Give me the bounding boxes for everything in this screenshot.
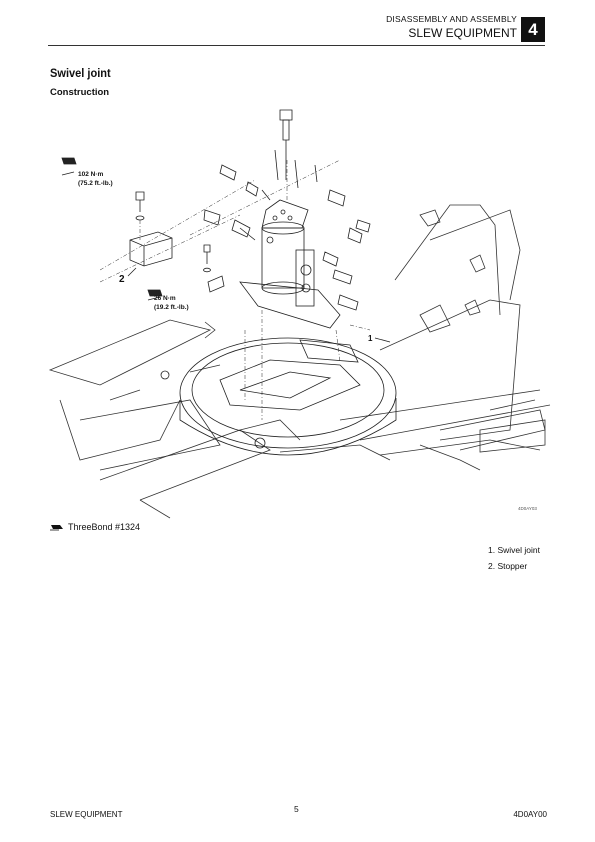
callout-1-leader: [374, 337, 391, 343]
torque-top-value: 102 N·m: [78, 171, 104, 178]
stopper-part: [129, 231, 173, 267]
figure-code: 4D0AY03: [518, 506, 537, 511]
legend-item: 1. Swivel joint: [488, 545, 540, 555]
legend-item: 2. Stopper: [488, 561, 528, 571]
swivel-joint-body: [239, 199, 341, 329]
page-title: Swivel joint: [50, 66, 111, 80]
chapter-number-badge: 4: [521, 17, 545, 42]
threebond-icon: [50, 525, 63, 531]
torque-bottom-imperial: (19.2 ft.-lb.): [154, 304, 189, 311]
frame-outline: [48, 204, 551, 519]
footer-doc-code: 4D0AY00: [513, 810, 547, 819]
threebond-label: ThreeBond #1324: [68, 522, 141, 532]
callout-1: 1: [368, 334, 373, 343]
hose-fittings: [203, 109, 371, 311]
torque-top-imperial: (75.2 ft.-lb.): [78, 180, 113, 187]
callout-2: 2: [119, 274, 125, 285]
torque-icon-top: [61, 157, 77, 176]
torque-bottom-value: 26 N·m: [154, 295, 176, 302]
torque-icon-bottom: [147, 289, 163, 301]
swivel-joint-diagram: 102 N·m (75.2 ft.-lb.) 26 N·m (19.2 ft.-…: [48, 109, 551, 519]
callout-2-leader: [127, 267, 137, 277]
leader-lines: [99, 159, 371, 420]
section-subtitle: Construction: [50, 87, 110, 98]
bearing-ring: [160, 337, 397, 456]
header-rule: [48, 45, 545, 46]
footer-section: SLEW EQUIPMENT: [50, 810, 123, 819]
header-chapter-title: SLEW EQUIPMENT: [408, 26, 517, 40]
header-section: DISASSEMBLY AND ASSEMBLY: [386, 14, 517, 24]
threebond-note: ThreeBond #1324: [50, 522, 140, 532]
page-number: 5: [294, 804, 299, 814]
parts-legend: 1. Swivel joint 2. Stopper: [488, 542, 540, 574]
bolt-washer-parts: [135, 191, 211, 273]
